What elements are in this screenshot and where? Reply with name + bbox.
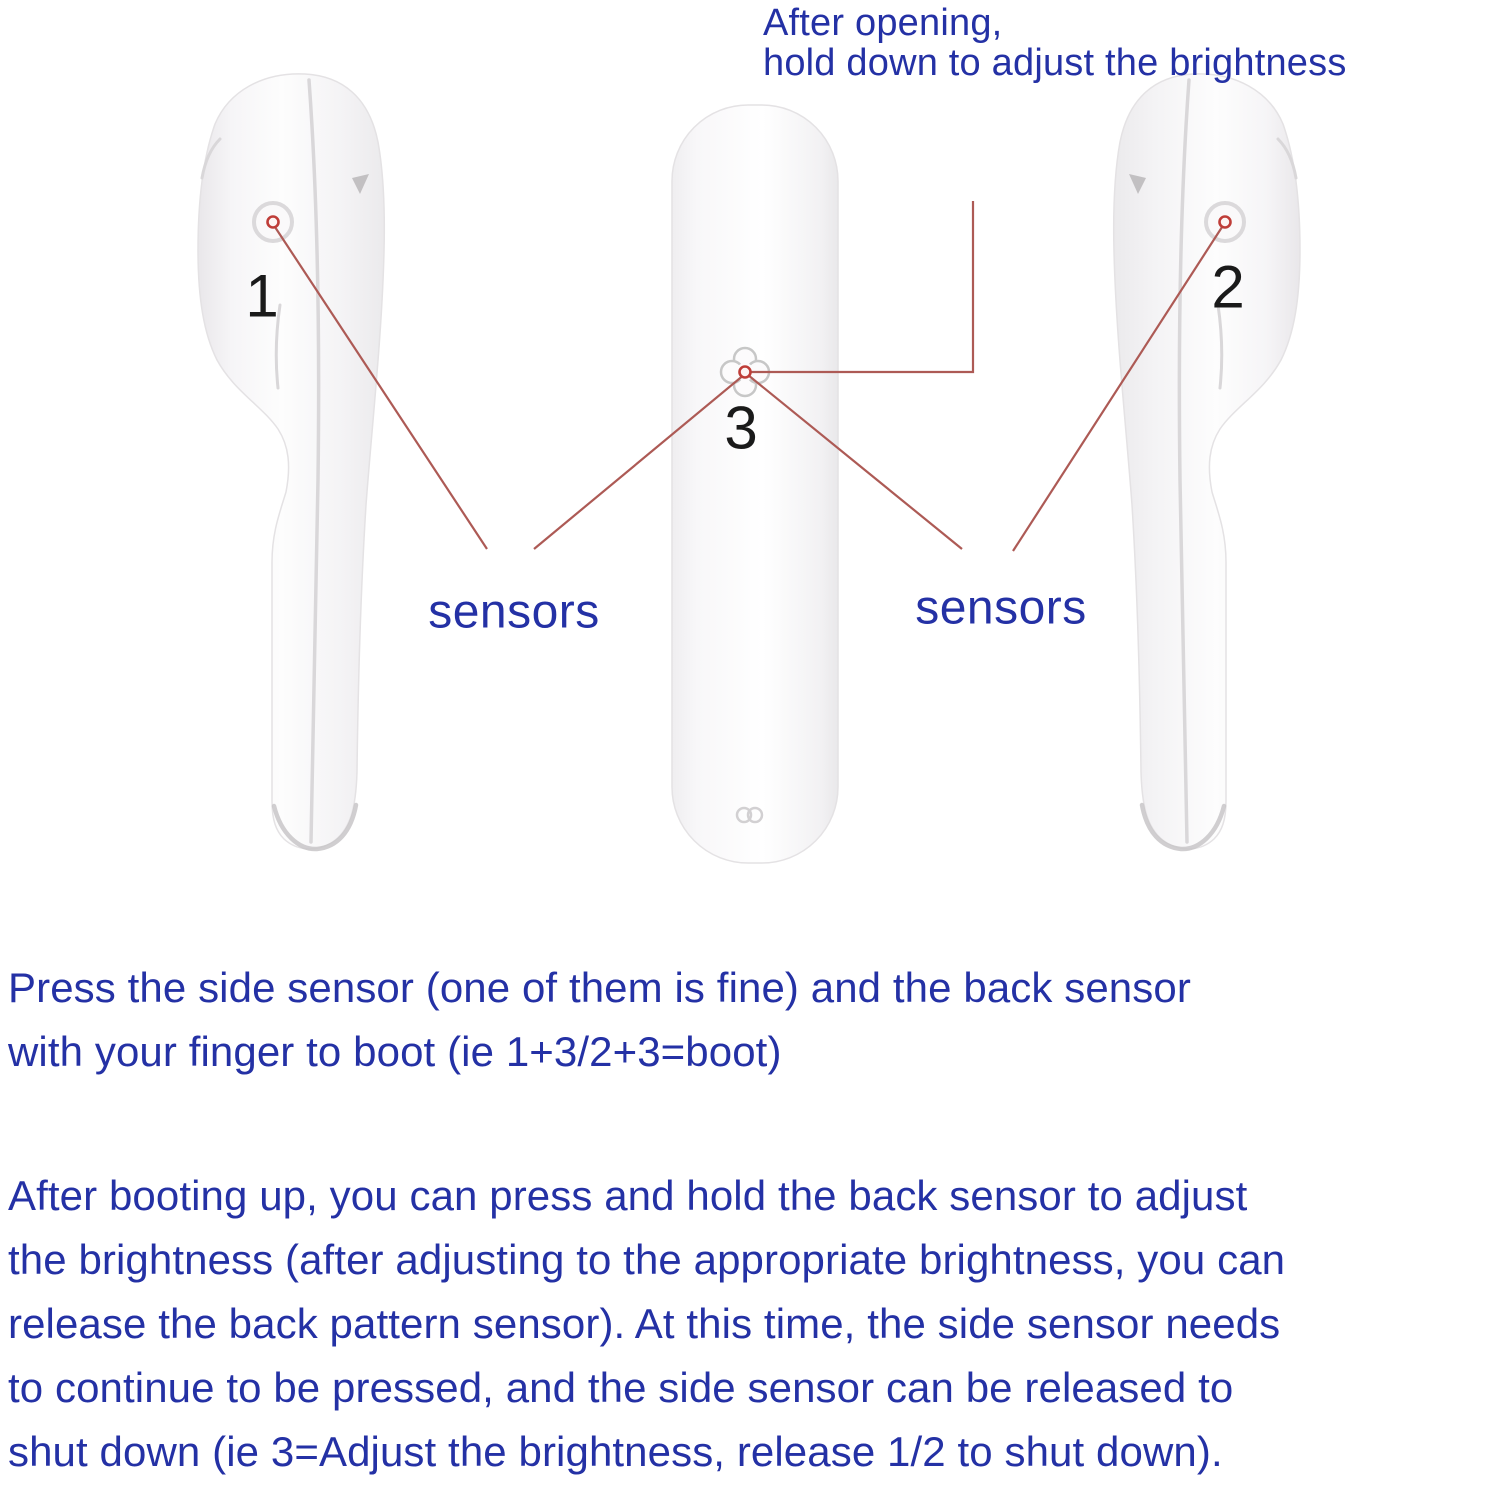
callout-line-sensor2-to-right-label bbox=[1012, 223, 1225, 552]
brand-logo-mark bbox=[735, 806, 764, 824]
callout-line-sensor3-to-annotation bbox=[750, 201, 975, 374]
annotation-line-2: hold down to adjust the brightness bbox=[763, 42, 1347, 84]
label-sensors-left: sensors bbox=[428, 585, 600, 639]
text-line: the brightness (after adjusting to the a… bbox=[8, 1236, 1286, 1283]
instruction-paragraph-2: After booting up, you can press and hold… bbox=[8, 1164, 1285, 1484]
device-diagram bbox=[0, 0, 1500, 864]
text-line: release the back pattern sensor). At thi… bbox=[8, 1300, 1281, 1347]
callout-line-sensor3-to-left-label bbox=[533, 373, 746, 550]
text-line: with your finger to boot (ie 1+3/2+3=boo… bbox=[8, 1028, 782, 1075]
label-sensor-3: 3 bbox=[724, 394, 758, 462]
device-left-side-view bbox=[198, 74, 384, 849]
annotation-after-opening: After opening, hold down to adjust the b… bbox=[763, 3, 1347, 83]
label-sensor-2: 2 bbox=[1211, 253, 1245, 321]
device-back-view bbox=[671, 104, 839, 864]
annotation-line-1: After opening, bbox=[763, 2, 1003, 44]
sensor-3-dot bbox=[738, 365, 752, 379]
label-sensors-right: sensors bbox=[915, 581, 1087, 635]
text-line: shut down (ie 3=Adjust the brightness, r… bbox=[8, 1428, 1223, 1475]
callout-line-sensor1-to-left-label bbox=[272, 223, 488, 550]
sensor-1-dot bbox=[266, 215, 280, 229]
instruction-paragraph-1: Press the side sensor (one of them is fi… bbox=[8, 956, 1191, 1084]
callout-line-sensor3-to-right-label bbox=[747, 374, 963, 550]
label-sensor-1: 1 bbox=[245, 262, 279, 330]
text-line: to continue to be pressed, and the side … bbox=[8, 1364, 1234, 1411]
text-line: After booting up, you can press and hold… bbox=[8, 1172, 1248, 1219]
device-right-side-view bbox=[1114, 74, 1300, 849]
sensor-2-dot bbox=[1218, 215, 1232, 229]
text-line: Press the side sensor (one of them is fi… bbox=[8, 964, 1191, 1011]
